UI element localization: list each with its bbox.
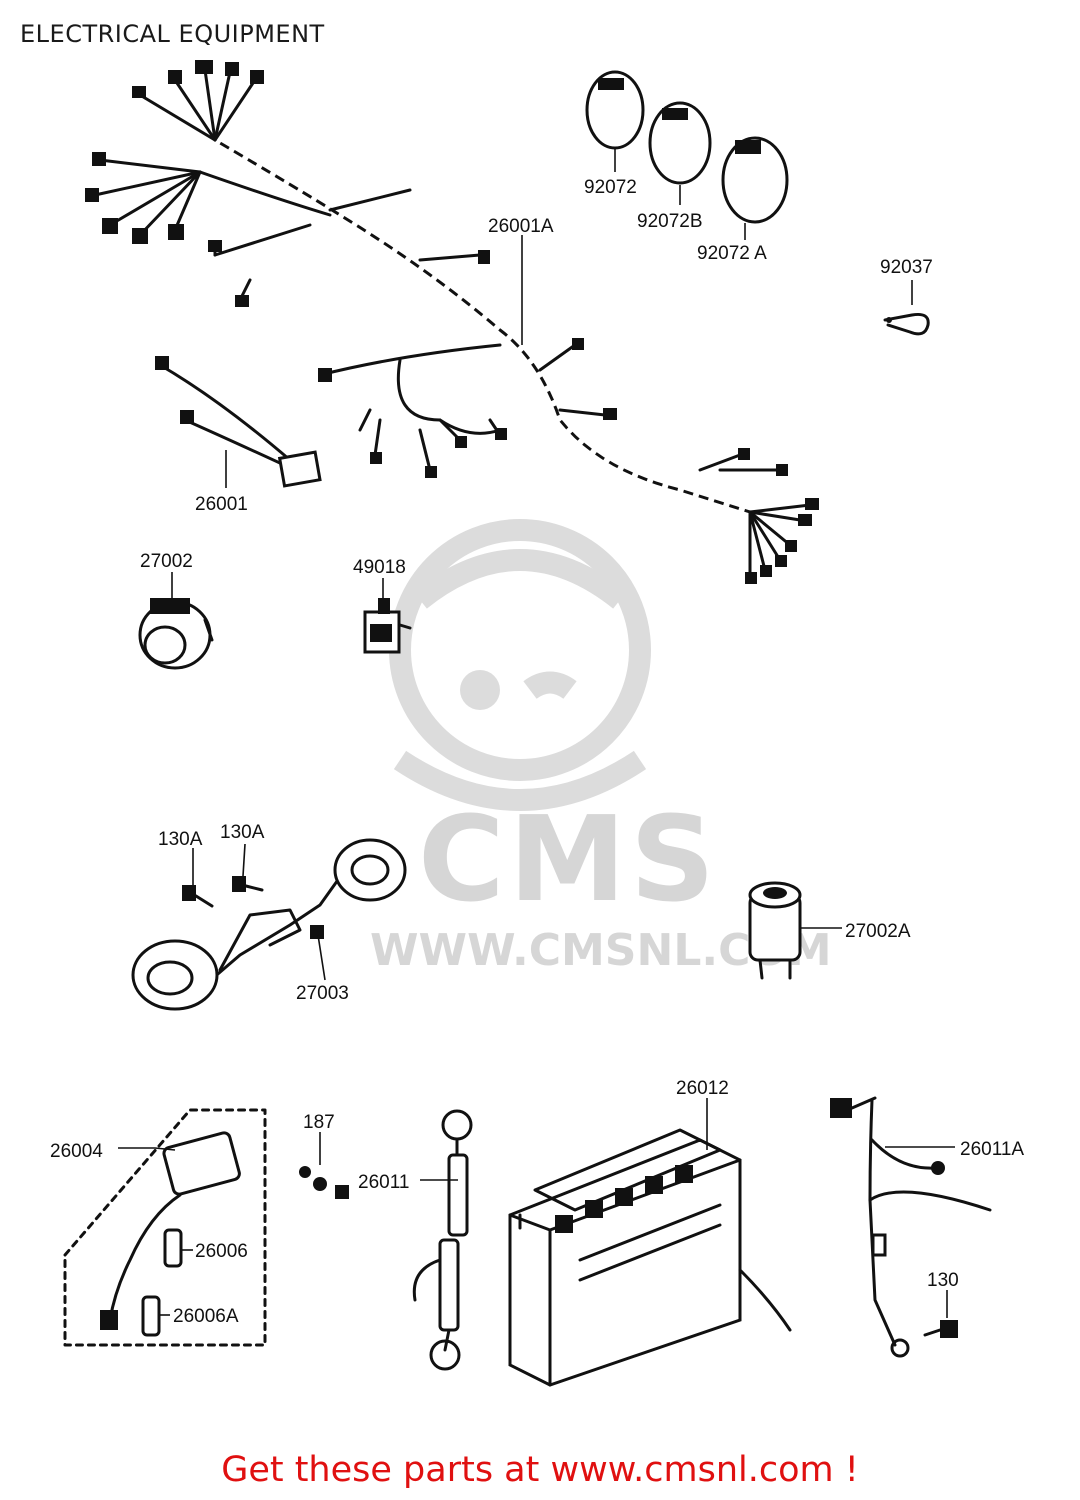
label-130: 130 bbox=[927, 1270, 959, 1291]
label-92037: 92037 bbox=[880, 257, 933, 278]
watermark-mascot-icon bbox=[389, 519, 651, 811]
fuse-26006a-icon bbox=[141, 1295, 161, 1337]
bolt-130a-right-icon bbox=[232, 876, 264, 892]
label-26001a: 26001A bbox=[488, 216, 554, 237]
relay-49018-icon bbox=[363, 598, 412, 654]
watermark-brand: CMS bbox=[418, 790, 719, 928]
bolt-130-icon bbox=[923, 1320, 958, 1338]
regulator-26004-icon bbox=[63, 1108, 267, 1347]
label-130a-left: 130A bbox=[158, 829, 203, 850]
switch-27002a-icon bbox=[748, 881, 802, 980]
promo-footer-link[interactable]: Get these parts at www.cmsnl.com ! bbox=[221, 1450, 859, 1490]
horn-set-27003-icon bbox=[131, 838, 407, 1011]
label-26006a: 26006A bbox=[173, 1306, 239, 1327]
label-92072: 92072 bbox=[584, 177, 637, 198]
screw-187-icon bbox=[299, 1166, 349, 1199]
label-26001: 26001 bbox=[195, 494, 248, 515]
sub-harness-26001 bbox=[155, 356, 322, 488]
wiring-harness-26001a bbox=[85, 60, 819, 584]
horn-27002-icon bbox=[138, 598, 214, 670]
label-27002a: 27002A bbox=[845, 921, 911, 942]
label-26006: 26006 bbox=[195, 1241, 248, 1262]
label-26012: 26012 bbox=[676, 1078, 729, 1099]
fuse-26006-icon bbox=[163, 1228, 183, 1268]
label-49018: 49018 bbox=[353, 557, 406, 578]
watermark: CMS WWW.CMSNL.COM bbox=[370, 519, 832, 976]
page-title: ELECTRICAL EQUIPMENT bbox=[20, 20, 325, 48]
label-130a-right: 130A bbox=[220, 822, 265, 843]
leader-lines bbox=[118, 148, 955, 1318]
label-26011: 26011 bbox=[358, 1172, 409, 1193]
label-27003: 27003 bbox=[296, 983, 349, 1004]
part-labels: 92072 92072B 92072 A 26001A 92037 26001 … bbox=[50, 177, 1024, 1327]
cable-clip-92037-icon bbox=[883, 313, 930, 336]
battery-cable-26011-icon bbox=[412, 1109, 473, 1371]
clamp-92072a-icon bbox=[721, 136, 789, 224]
label-92072b: 92072B bbox=[637, 211, 703, 232]
battery-26012-icon bbox=[508, 1128, 792, 1387]
label-27002: 27002 bbox=[140, 551, 193, 572]
clamp-92072-icon bbox=[585, 70, 645, 150]
label-92072a: 92072 A bbox=[697, 243, 767, 264]
label-26011a: 26011A bbox=[960, 1139, 1024, 1160]
bolt-130a-left-icon bbox=[182, 885, 214, 908]
ground-cable-26011a-icon bbox=[830, 1096, 992, 1358]
label-187: 187 bbox=[303, 1112, 335, 1133]
label-26004: 26004 bbox=[50, 1141, 103, 1162]
clamp-92072b-icon bbox=[648, 101, 712, 185]
